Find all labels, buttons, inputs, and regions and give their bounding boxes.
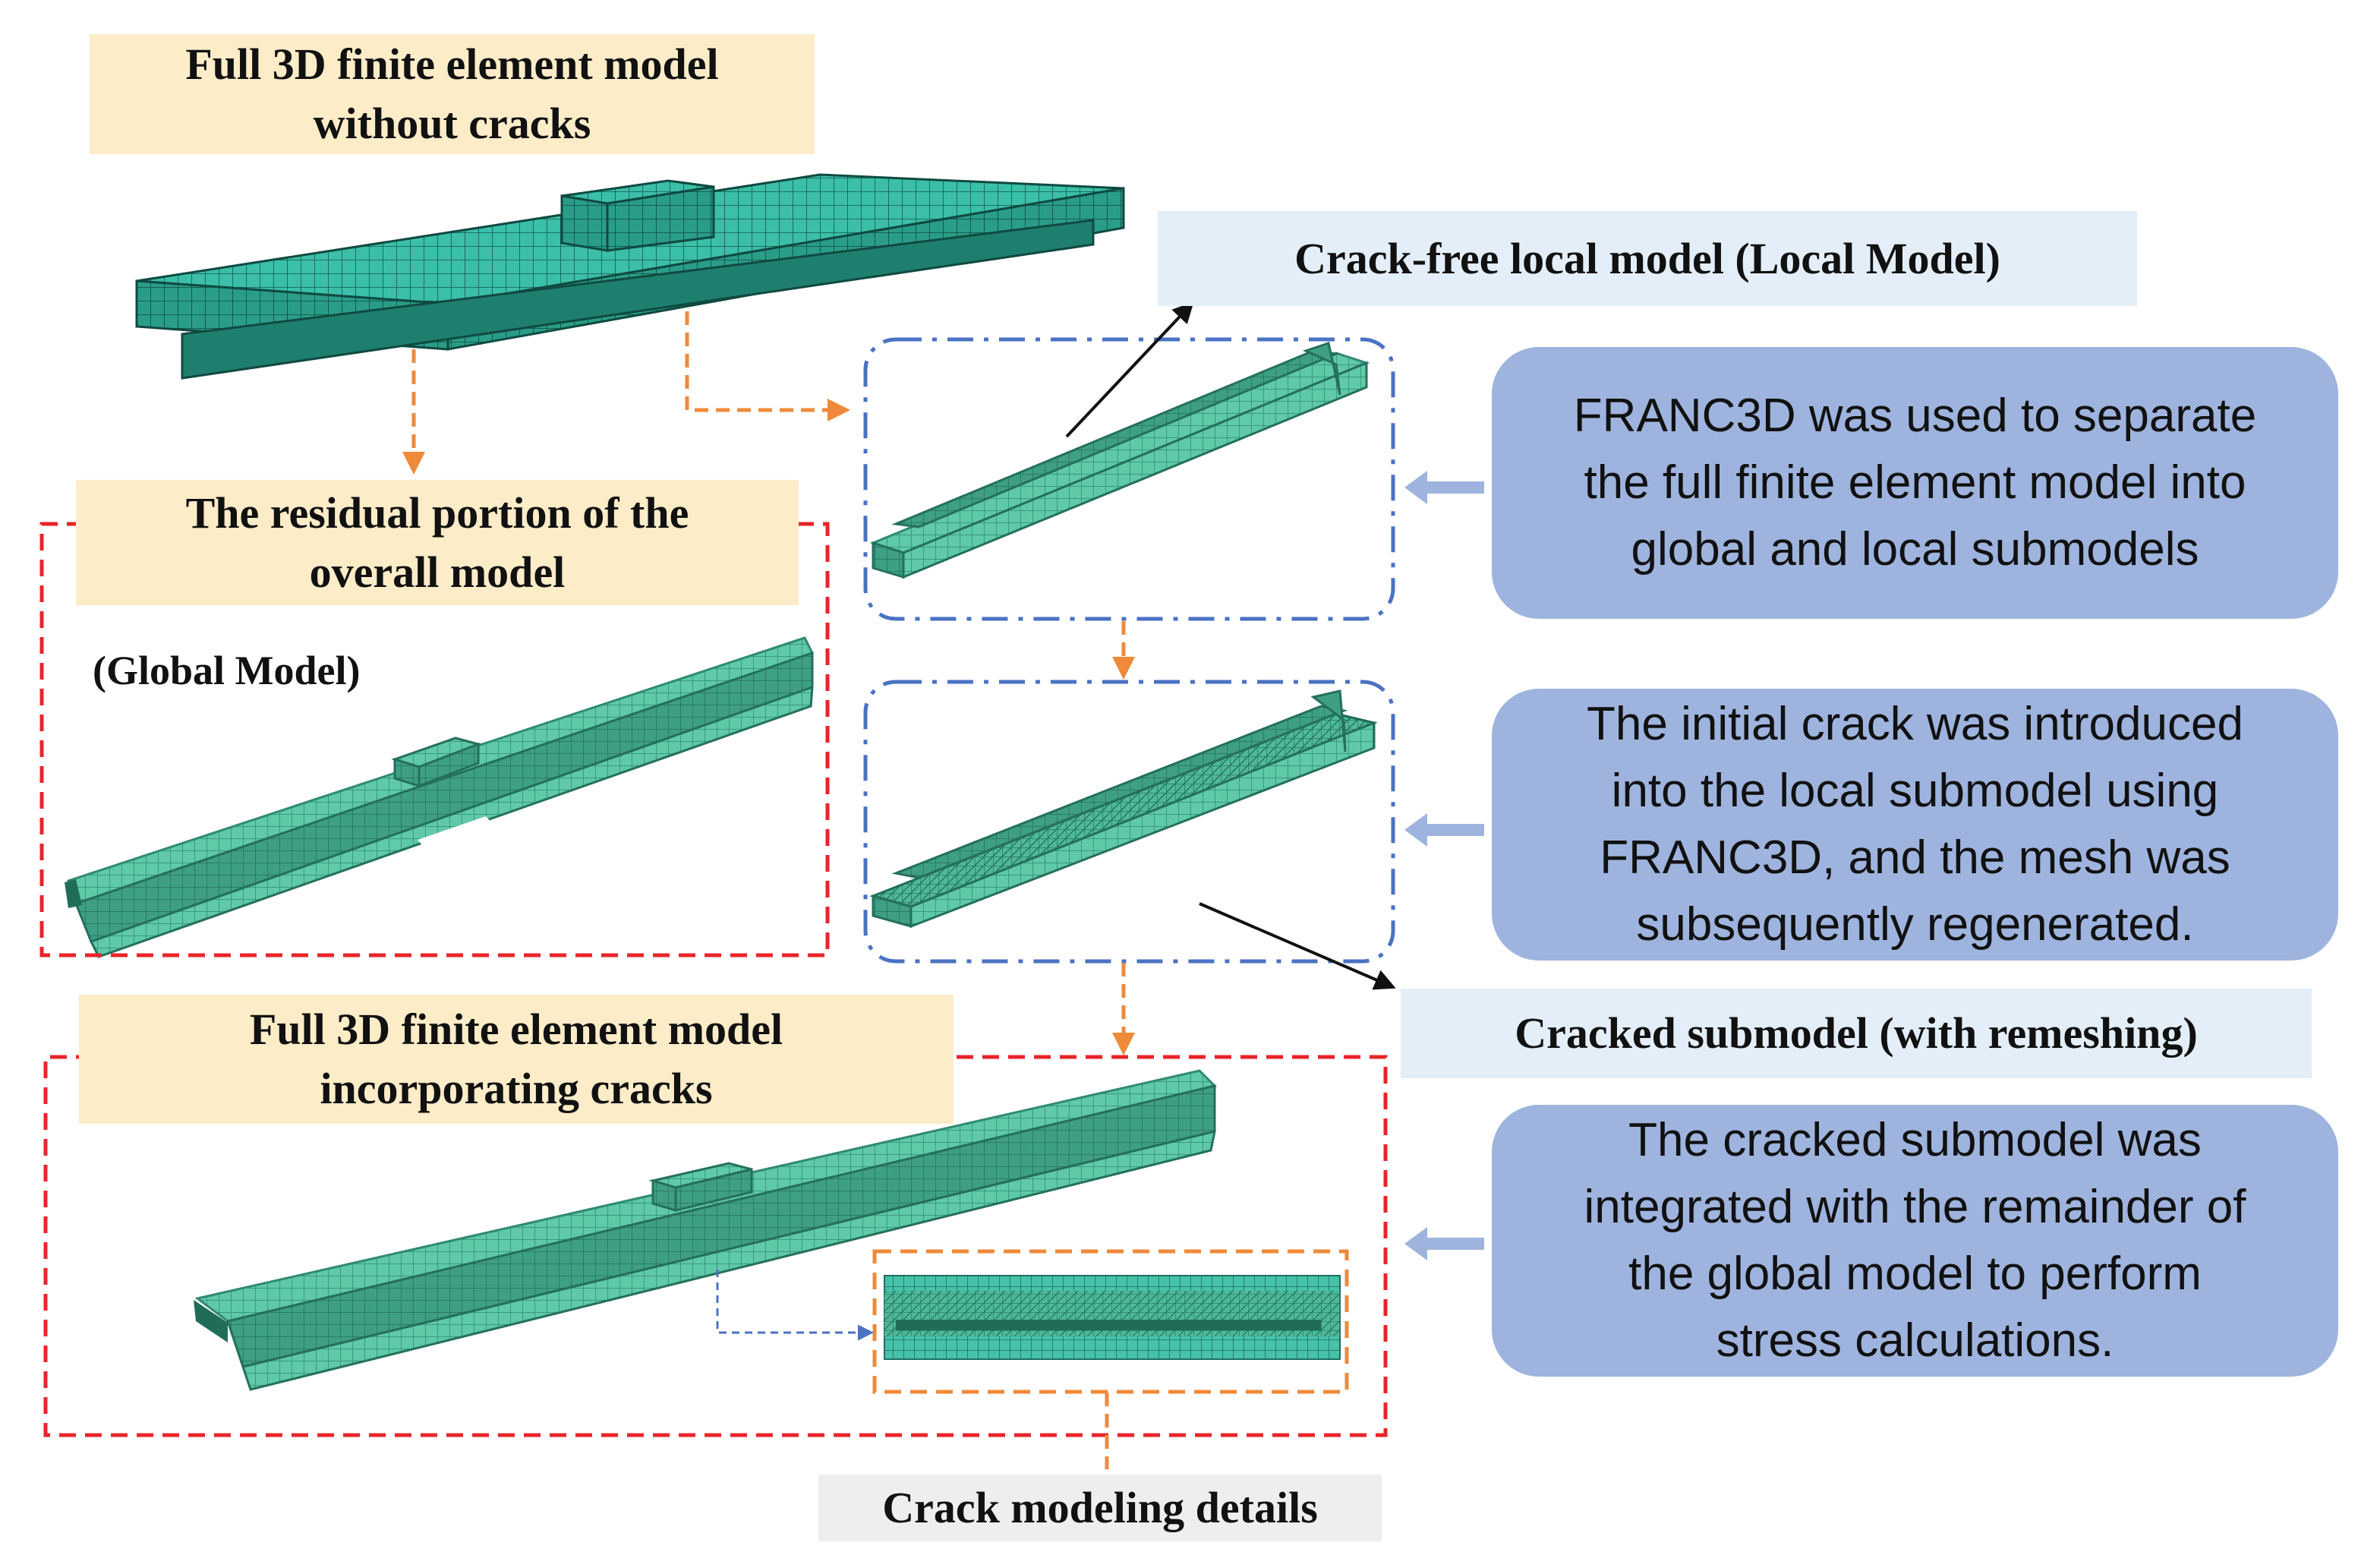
global-model-frame [39,522,830,957]
label-residual-portion: The residual portion of the overall mode… [76,480,799,605]
label-global-model: (Global Model) [93,648,361,693]
note-initial-crack: The initial crack was introduced into th… [1492,689,2338,961]
cracked-submodel-leader [1199,902,1396,990]
label-local-model: Crack-free local model (Local Model) [1158,211,2137,306]
label-cracked-submodel: Cracked submodel (with remeshing) [1401,989,2312,1078]
crack-detail-inset [884,1275,1341,1360]
crack-detail-frame [872,1249,1349,1394]
local-model-leader [1065,301,1194,438]
note-integrated-model: The cracked submodel was integrated with… [1492,1105,2338,1377]
label-crack-modeling-details: Crack modeling details [818,1475,1382,1541]
detail-pointer-arrow [716,1270,874,1341]
cracked-submodel-frame [863,680,1395,964]
model-local-crack-free [869,342,1370,579]
model-cracked-submodel [869,689,1378,929]
model-full-with-cracks [194,1069,1217,1391]
model-global-residual [65,636,815,958]
local-model-frame [863,337,1395,621]
flow-arrows [402,311,1135,1469]
full-cracked-frame [43,1055,1388,1437]
note-separate-models: FRANC3D was used to separate the full fi… [1492,347,2338,619]
label-full-model-no-cracks: Full 3D finite element model without cra… [90,34,815,154]
model-full-no-cracks [135,173,1125,380]
note-arrows [1404,471,1484,1260]
label-full-model-with-cracks: Full 3D finite element model incorporati… [79,995,954,1124]
